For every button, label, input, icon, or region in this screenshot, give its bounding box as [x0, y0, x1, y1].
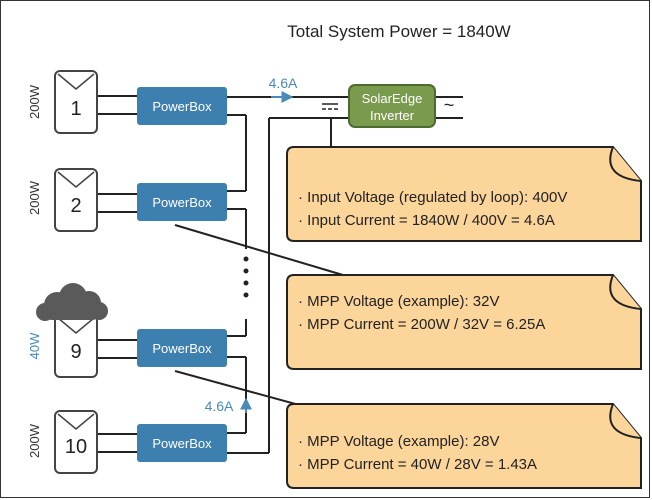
solaredge-inverter: SolarEdge Inverter	[348, 84, 436, 128]
solar-panel-1: 1	[54, 70, 98, 134]
system-power-title: Total System Power = 1840W	[287, 22, 510, 41]
inverter-label-line1: SolarEdge	[362, 91, 423, 106]
note-line: · MPP Voltage (example): 32V	[298, 293, 500, 310]
powerbox-label: PowerBox	[152, 195, 212, 210]
ac-symbol-icon: ~	[444, 95, 455, 115]
inverter-label-line2: Inverter	[370, 108, 415, 123]
note-inverter-input: · Input Voltage (regulated by loop): 400…	[286, 146, 642, 242]
solar-panel-9: 9	[36, 283, 108, 378]
powerbox-label: PowerBox	[152, 436, 212, 451]
powerbox-label: PowerBox	[152, 341, 212, 356]
panel-power-label: 200W	[27, 423, 42, 458]
note-panel-9-mpp: · MPP Voltage (example): 28V · MPP Curre…	[286, 403, 642, 489]
panel-number: 1	[70, 98, 81, 120]
note-line: · Input Voltage (regulated by loop): 400…	[298, 189, 567, 206]
panel-number: 9	[70, 341, 81, 363]
powerbox-2: PowerBox	[137, 183, 227, 221]
panel-number: 10	[65, 436, 87, 458]
sun-icon	[57, 413, 95, 430]
powerbox-9: PowerBox	[137, 329, 227, 367]
note-panel-2-mpp: · MPP Voltage (example): 32V · MPP Curre…	[286, 274, 642, 370]
dc-symbol-icon	[322, 103, 338, 110]
sun-icon	[57, 171, 95, 188]
solar-panel-10: 10	[54, 410, 98, 474]
powerbox-10: PowerBox	[137, 424, 227, 462]
panel-number: 2	[70, 195, 81, 217]
more-panels-ellipsis	[243, 256, 249, 298]
top-current-label: 4.6A	[269, 75, 298, 91]
note-line: · MPP Voltage (example): 28V	[298, 433, 500, 450]
note-line: · MPP Current = 40W / 28V = 1.43A	[298, 456, 537, 473]
powerbox-1: PowerBox	[137, 87, 227, 125]
panel-power-label-shaded: 40W	[27, 332, 42, 359]
solar-panel-2: 2	[54, 168, 98, 232]
note-line: · MPP Current = 200W / 32V = 6.25A	[298, 316, 545, 333]
panel-power-label: 200W	[27, 84, 42, 119]
cloud-icon	[36, 283, 108, 321]
powerbox-label: PowerBox	[152, 99, 212, 114]
panel-power-label: 200W	[27, 180, 42, 215]
bottom-current-label: 4.6A	[205, 398, 234, 414]
note-line: · Input Current = 1840W / 400V = 4.6A	[298, 212, 555, 229]
sun-icon	[57, 73, 95, 90]
